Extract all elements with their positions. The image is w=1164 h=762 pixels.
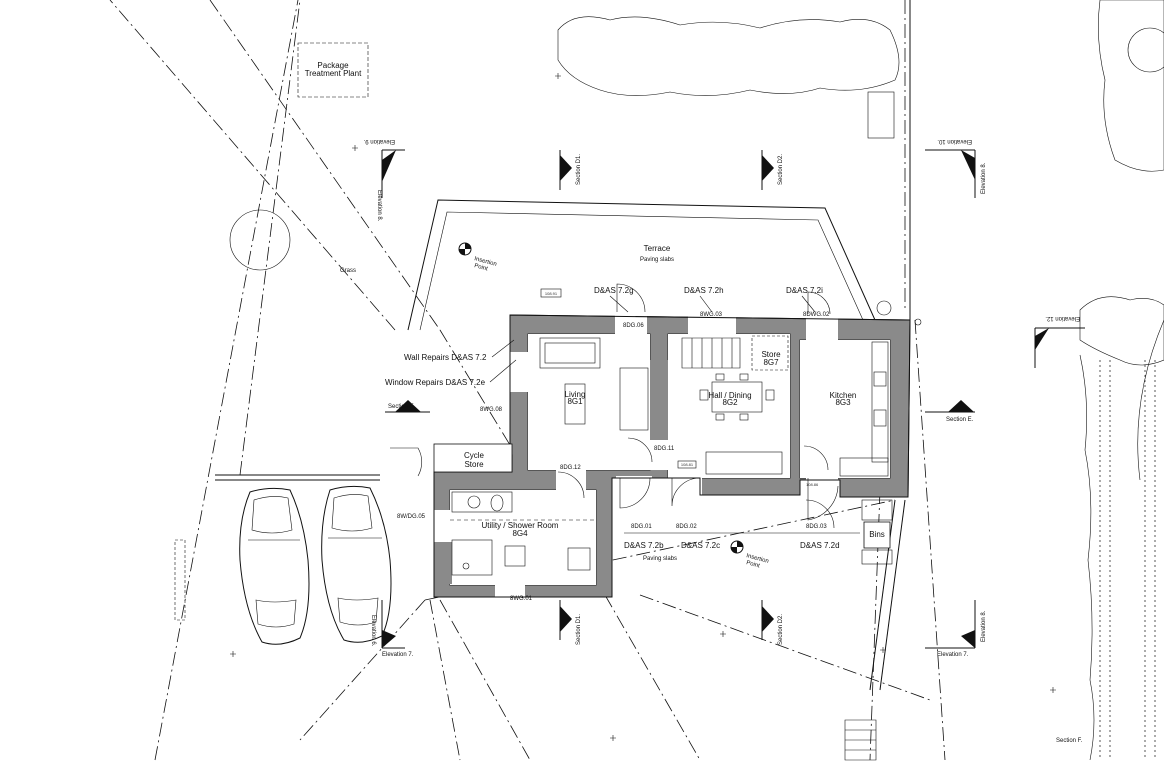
building-walls <box>433 312 911 598</box>
elevation-6: Elevation 6. <box>370 615 376 647</box>
wg02: 8DWG.02 <box>803 312 830 318</box>
insertion-point-bottom-1: Insertion <box>745 553 769 565</box>
kitchen-label: Kitchen <box>830 391 857 400</box>
hall-label: Hall / Dining <box>708 391 751 400</box>
dg06: 8DG.06 <box>623 323 644 329</box>
das-72h: D&AS 7.2h <box>684 286 724 295</box>
section-d2-bottom: Section D2. <box>778 614 784 645</box>
cycle-store-2: Store <box>464 460 484 469</box>
spot-level-kitchen: 108.86 <box>806 482 819 487</box>
paving-slabs-bottom: Paving slabs <box>643 556 677 562</box>
wg01: 8WG.01 <box>510 596 533 602</box>
store-label: Store <box>761 350 781 359</box>
dg12: 8DG.12 <box>560 465 581 471</box>
paving-slabs-top: Paving slabs <box>640 257 674 263</box>
section-e-left: Section E. <box>388 404 416 410</box>
section-d2-top: Section D2. <box>778 154 784 185</box>
wall-repairs-note: Wall Repairs D&AS 7.2 <box>404 353 487 362</box>
elevation-8-left: Elevation 8. <box>376 190 382 222</box>
door-swings <box>390 283 839 529</box>
dg11: 8DG.11 <box>654 446 675 452</box>
package-treatment-plant: Package Treatment Plant <box>297 42 895 139</box>
insertion-point-bottom-2: Point <box>745 560 760 569</box>
terrace: Terrace Paving slabs Grass <box>340 199 876 331</box>
elevation-12: Elevation 12. <box>1045 315 1080 321</box>
utility-code: 8G4 <box>512 529 528 538</box>
elevation-7-left: Elevation 7. <box>382 652 414 658</box>
section-d1-bottom: Section D1. <box>576 614 582 645</box>
car-right <box>321 485 392 643</box>
insertion-point-bottom: Insertion Point <box>730 540 769 570</box>
section-f: Section F. <box>1056 738 1083 744</box>
window-repairs-note: Window Repairs D&AS 7.2e <box>385 378 486 387</box>
living-code: 8G1 <box>567 397 583 406</box>
spot-level-hall: 108.81 <box>681 462 694 467</box>
dg02: 8DG.02 <box>676 524 697 530</box>
wg03: 8WG.03 <box>700 312 723 318</box>
living-label: Living <box>565 390 586 399</box>
bins-label: Bins <box>869 530 885 539</box>
kitchen-code: 8G3 <box>835 398 851 407</box>
terrace-label: Terrace <box>644 244 671 253</box>
elevation-10: Elevation 10. <box>937 138 972 144</box>
annotations: Wall Repairs D&AS 7.2 Window Repairs D&A… <box>385 286 860 602</box>
section-markers: Section D1. Section D2. Section D1. Sect… <box>363 138 1085 744</box>
section-d1-top: Section D1. <box>576 154 582 185</box>
car-left <box>239 487 310 645</box>
dg01: 8DG.01 <box>631 524 652 530</box>
das-72b: D&AS 7.2b <box>624 541 664 550</box>
elevation-8-bottom: Elevation 8. <box>981 610 987 642</box>
cycle-store-1: Cycle <box>464 451 485 460</box>
elevation-9: Elevation 9. <box>363 138 395 144</box>
elevation-8-right: Elevation 8. <box>981 162 987 194</box>
grass-label: Grass <box>340 268 356 274</box>
section-e-right: Section E. <box>946 417 974 423</box>
insertion-point-top-2: Point <box>473 263 488 272</box>
store-code: 8G7 <box>763 358 779 367</box>
interior-furniture <box>433 335 893 576</box>
das-72i: D&AS 7.2i <box>786 286 823 295</box>
parked-cars <box>174 485 392 645</box>
room-labels: Living 8G1 Hall / Dining 8G2 Store 8G7 K… <box>464 350 885 562</box>
das-72g: D&AS 7.2g <box>594 286 634 295</box>
hedge-top <box>229 0 1164 761</box>
hall-code: 8G2 <box>722 398 738 407</box>
insertion-point-top-1: Insertion <box>473 256 497 268</box>
utility-label: Utility / Shower Room <box>482 521 559 530</box>
wdg05: 8W/DG.05 <box>397 514 426 520</box>
das-72c: D&AS 7.2c <box>681 541 720 550</box>
package-plant-label-2: Treatment Plant <box>305 69 362 78</box>
wg08: 8WG.08 <box>480 407 503 413</box>
insertion-point-top: Insertion Point <box>458 242 497 273</box>
spot-level-terrace: 108.91 <box>545 291 558 296</box>
dg03: 8DG.03 <box>806 524 827 530</box>
elevation-7-right: Elevation 7. <box>937 652 969 658</box>
package-plant-label-1: Package <box>317 61 349 70</box>
das-72d: D&AS 7.2d <box>800 541 840 550</box>
survey-points <box>230 73 1056 761</box>
